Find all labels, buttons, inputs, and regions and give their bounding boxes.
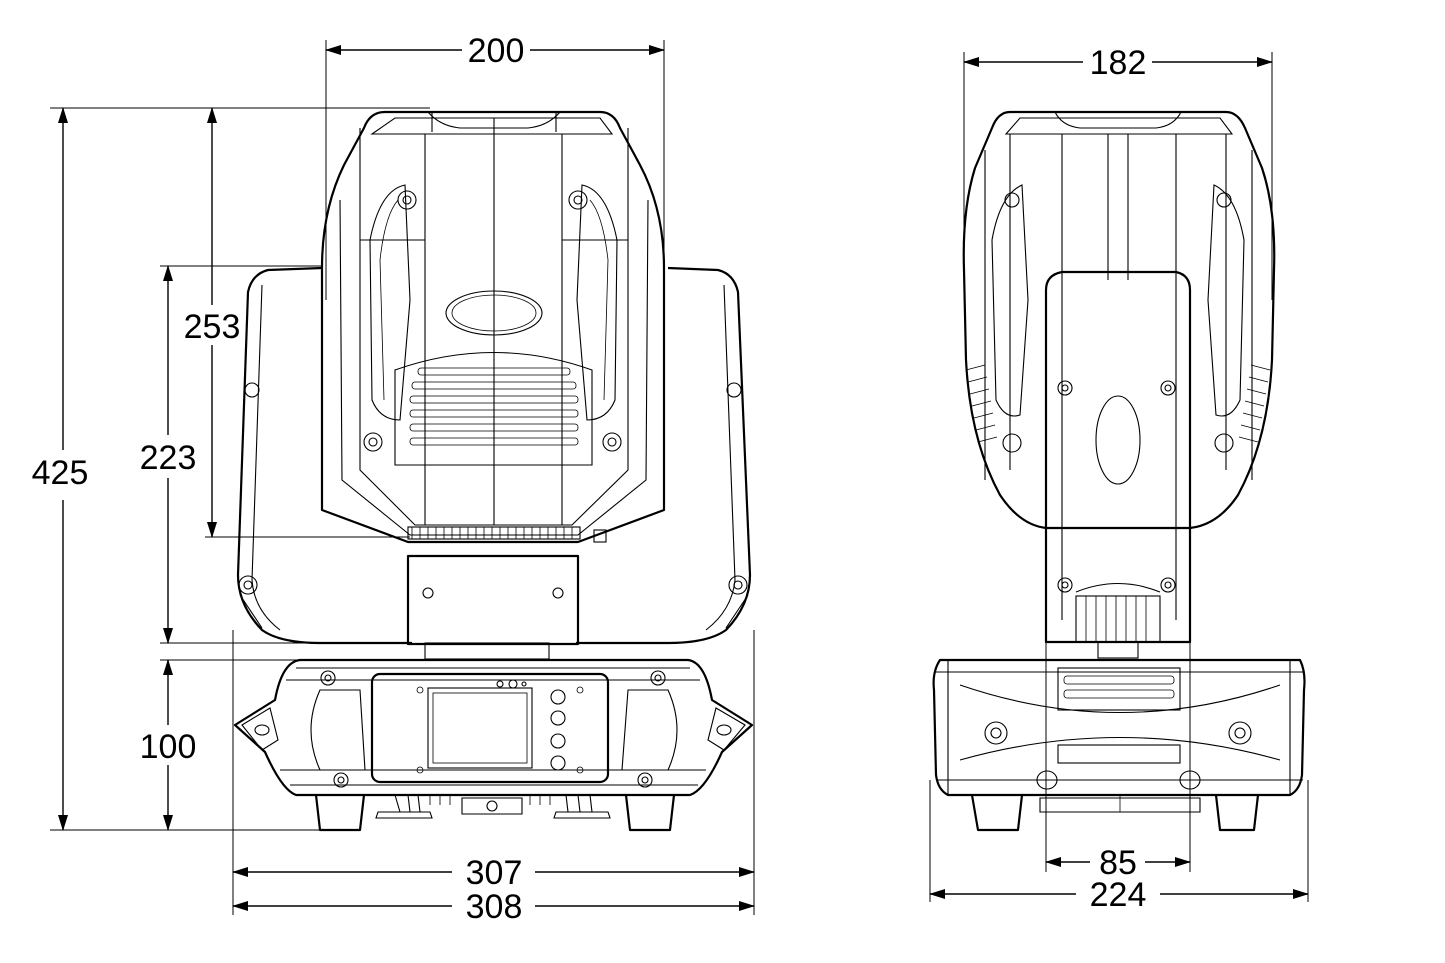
side-head bbox=[962, 110, 1276, 530]
dim-base-width-outer: 308 bbox=[466, 888, 523, 926]
dim-base-depth: 224 bbox=[1090, 876, 1147, 914]
front-dimensions: 200 425 253 223 100 bbox=[32, 32, 755, 926]
side-view: 182 85 224 bbox=[929, 44, 1309, 914]
dim-total-height: 425 bbox=[32, 454, 89, 492]
front-view: 200 425 253 223 100 bbox=[32, 32, 755, 926]
side-base bbox=[932, 658, 1306, 832]
dim-base-height: 100 bbox=[140, 728, 197, 766]
dim-yoke-arm-height: 223 bbox=[140, 439, 197, 477]
side-dimensions: 182 85 224 bbox=[929, 44, 1309, 914]
front-base bbox=[233, 658, 754, 832]
dim-head-width: 200 bbox=[468, 32, 525, 70]
dim-head-depth: 182 bbox=[1090, 44, 1147, 82]
side-yoke bbox=[1044, 270, 1192, 659]
side-head-vents bbox=[965, 364, 1271, 443]
dim-yoke-width: 85 bbox=[1099, 844, 1137, 882]
dim-base-width-inner: 307 bbox=[466, 854, 523, 892]
dim-yoke-center-height: 253 bbox=[184, 308, 241, 346]
front-yoke bbox=[236, 266, 752, 660]
front-head bbox=[320, 110, 666, 544]
